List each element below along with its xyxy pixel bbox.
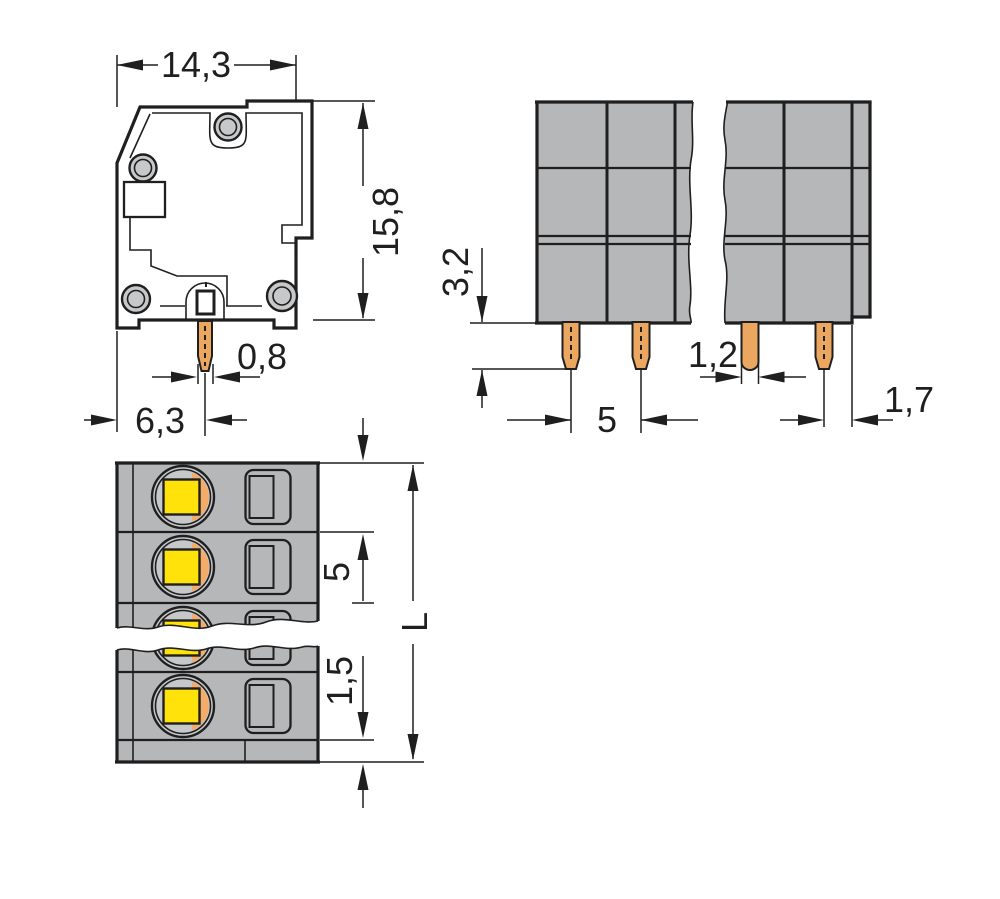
arrowhead (91, 414, 117, 426)
dim-label-top-pitch: 5 (316, 562, 357, 582)
dimension-side-width: 14,3 (116, 44, 297, 107)
arrowhead (476, 296, 488, 322)
dimension-front-pin-length: 3,2 (435, 247, 572, 408)
solder-pin-4 (814, 321, 834, 427)
boss-bottom-left (120, 283, 152, 315)
arrowhead (407, 465, 419, 491)
arrowhead (798, 414, 824, 426)
dim-label-side-pin-offset: 6,3 (135, 400, 185, 441)
push-button (162, 548, 201, 586)
boss-top (213, 112, 243, 142)
top-view: 5 1,5 L (115, 418, 435, 808)
arrowhead (357, 435, 369, 461)
dim-label-front-pin-length: 3,2 (435, 247, 476, 297)
arrowhead (206, 414, 232, 426)
terminal-pole-1 (150, 464, 292, 530)
arrowhead (407, 734, 419, 760)
dim-label-side-pin-width: 0,8 (237, 336, 287, 377)
arrowhead (852, 414, 878, 426)
dim-label-top-total-length: L (394, 612, 435, 632)
terminal-pole-2 (150, 534, 292, 600)
arrowhead (357, 293, 369, 319)
dimension-top-edge-reference (320, 418, 424, 464)
arrowhead (476, 370, 488, 396)
side-view: 14,3 15,8 0,8 6,3 (84, 44, 406, 441)
dimension-front-pitch: 5 (507, 399, 698, 440)
front-view: 3,2 5 1,2 1,7 (435, 100, 934, 440)
solder-pin-2 (631, 321, 651, 433)
side-latch (122, 180, 167, 219)
front-body-left (537, 102, 693, 323)
dim-label-front-end-to-pin: 1,7 (884, 379, 934, 420)
push-button (162, 478, 201, 516)
dimension-top-total-length: L (320, 465, 435, 763)
dimension-side-pin-offset: 6,3 (84, 331, 247, 441)
front-body-right (723, 102, 870, 323)
dim-label-side-height: 15,8 (365, 187, 406, 257)
arrowhead (214, 371, 240, 383)
terminal-pole-last (150, 673, 292, 739)
boss-left (128, 153, 158, 183)
dim-label-front-pin-width: 1,2 (688, 334, 738, 375)
arrowhead (171, 371, 197, 383)
arrowhead (270, 59, 296, 71)
break-line (116, 645, 319, 653)
arrowhead (357, 712, 369, 738)
dimension-top-pitch: 5 (316, 531, 374, 604)
push-button (162, 687, 201, 725)
dim-label-front-pitch: 5 (597, 399, 617, 440)
dim-label-top-end-offset: 1,5 (319, 656, 360, 706)
boss-bottom-right (265, 279, 299, 313)
dim-label-side-width: 14,3 (161, 44, 231, 85)
arrowhead (357, 103, 369, 129)
arrowhead (715, 371, 742, 383)
push-button (162, 619, 201, 629)
arrowhead (357, 764, 369, 790)
dimension-side-height: 15,8 (313, 100, 406, 321)
dimension-top-end-offset: 1,5 (319, 656, 374, 808)
arrowhead (758, 371, 785, 383)
arrowhead (357, 534, 369, 560)
dimension-side-pin-width: 0,8 (152, 336, 287, 384)
break-line (116, 618, 319, 630)
dimension-front-pin-width: 1,2 (688, 334, 806, 384)
arrowhead (641, 414, 667, 426)
push-button (162, 646, 201, 657)
arrowhead (117, 59, 143, 71)
solder-pin-1 (561, 321, 581, 433)
dimension-front-end-to-pin: 1,7 (780, 325, 934, 427)
side-view-body (115, 99, 314, 330)
solder-pin-3 (740, 321, 760, 371)
terminal-pole-3-partial (150, 605, 292, 629)
arrowhead (545, 414, 571, 426)
